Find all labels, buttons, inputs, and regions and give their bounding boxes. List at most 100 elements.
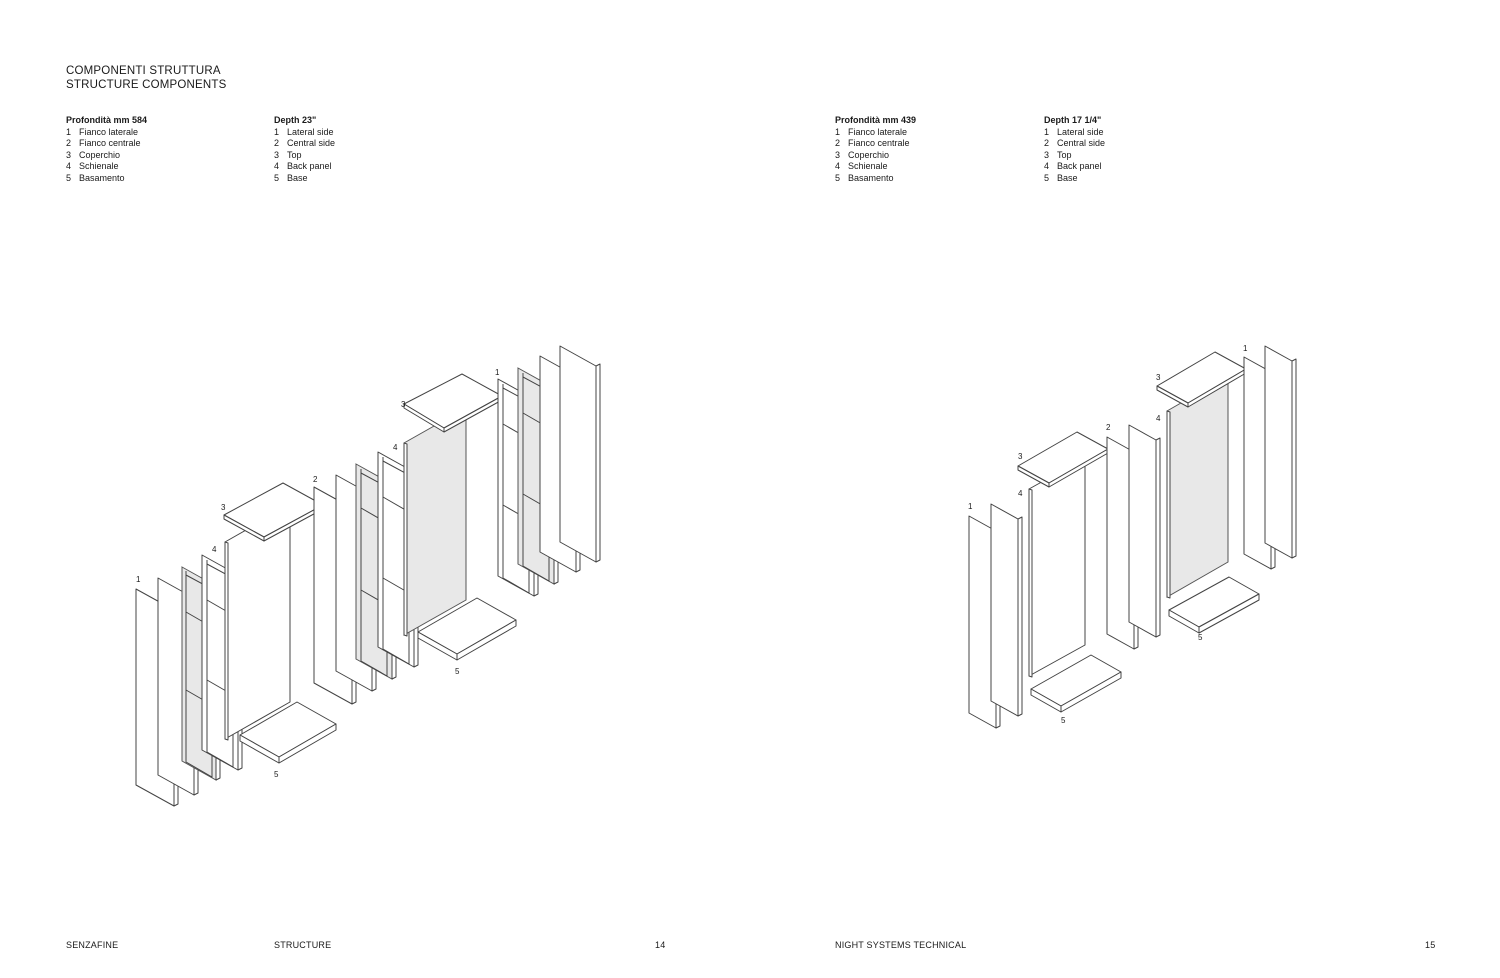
callout-number: 2: [1106, 423, 1111, 432]
callout-number: 3: [1018, 452, 1023, 461]
legend-item: 2 Central side: [1044, 138, 1105, 150]
legend-item-number: 3: [66, 149, 72, 160]
base-panel: [239, 701, 337, 764]
legend-item: 1 Fianco laterale: [835, 127, 916, 139]
legend-item: 1 Lateral side: [274, 127, 335, 139]
lateral-side-panel: [559, 345, 601, 563]
callout-number: 1: [1243, 344, 1248, 353]
legend-item: 3 Top: [274, 150, 335, 162]
callout-number: 4: [393, 443, 398, 452]
legend-item: 4 Back panel: [274, 161, 335, 173]
legend-item: 5 Base: [274, 173, 335, 185]
legend-item-label: Basamento: [848, 172, 894, 183]
callout-number: 1: [495, 368, 500, 377]
callout-number: 1: [136, 575, 141, 584]
legend-item: 1 Fianco laterale: [66, 127, 147, 139]
legend-item-label: Lateral side: [1057, 126, 1104, 137]
legend-title: Profondità mm 584: [66, 115, 148, 125]
page-number-right: 15: [1425, 940, 1436, 950]
legend-left-italian: Profondità mm 584 1 Fianco laterale 2 Fian…: [66, 115, 147, 184]
legend-item-label: Base: [1057, 172, 1078, 183]
legend-item-number: 5: [1044, 172, 1050, 183]
legend-item-number: 2: [274, 138, 280, 148]
top-panel: [223, 482, 324, 542]
back-panel: [1028, 457, 1086, 678]
base-panel: [417, 597, 517, 661]
legend-item: 3 Coperchio: [835, 150, 916, 162]
callout-number: 5: [1198, 633, 1203, 642]
legend-title: Depth 17 1/4": [1044, 115, 1102, 125]
lateral-side-panel: [990, 503, 1023, 717]
legend-item-number: 3: [835, 149, 841, 160]
legend-item-number: 2: [1044, 138, 1050, 148]
callouts-depth-439: 1 3 4 5 2 3 4 5 1: [968, 344, 1248, 725]
legend-item: 3 Coperchio: [66, 150, 147, 162]
legend-item-label: Central side: [1057, 138, 1106, 148]
module-b: [335, 345, 601, 692]
legend-item-label: Schienale: [848, 161, 888, 171]
page-number-left: 14: [655, 940, 666, 950]
callout-number: 2: [313, 475, 318, 484]
legend-item-number: 3: [1044, 149, 1050, 160]
legend-item-label: Fianco laterale: [848, 126, 908, 137]
page-heading: COMPONENTI STRUTTURA STRUCTURE COMPONENT…: [66, 64, 227, 92]
legend-title: Depth 23": [274, 115, 317, 125]
legend-item-label: Fianco centrale: [79, 138, 141, 148]
heading-italian: COMPONENTI STRUTTURA: [66, 65, 221, 77]
legend-item-label: Back panel: [287, 161, 332, 171]
legend-item-number: 1: [1044, 126, 1050, 137]
module-a: [135, 482, 357, 807]
top-panel: [1156, 351, 1247, 408]
legend-item-number: 2: [835, 138, 841, 148]
callout-number: 5: [455, 667, 460, 676]
legend-item: 5 Base: [1044, 173, 1105, 185]
callout-number: 3: [221, 503, 226, 512]
exploded-view-depth-584: 1 3 4 5 2 3 4 5 1: [135, 345, 601, 807]
legend-item: 5 Basamento: [835, 173, 916, 185]
legend-item-label: Fianco centrale: [848, 138, 910, 148]
lateral-side-panel: [1128, 424, 1161, 638]
legend-right-english: Depth 17 1/4" 1 Lateral side 2 Central sid…: [1044, 115, 1105, 184]
legend-item-number: 5: [66, 172, 72, 183]
exploded-view-depth-439: 1 3 4 5 2 3 4 5 1: [968, 344, 1297, 729]
legend-item-number: 5: [835, 172, 841, 183]
legend-item-number: 1: [66, 126, 72, 137]
base-panel: [1030, 654, 1122, 713]
legend-item-label: Lateral side: [287, 126, 334, 137]
legend-item: 2 Fianco centrale: [835, 138, 916, 150]
legend-item-number: 2: [66, 138, 72, 148]
footer-section: STRUCTURE: [274, 940, 332, 950]
back-panel: [403, 407, 467, 637]
legend-item-label: Central side: [287, 138, 336, 148]
legend-item-label: Coperchio: [79, 149, 121, 160]
callout-number: 4: [1018, 489, 1023, 498]
legend-item: 2 Fianco centrale: [66, 138, 147, 150]
legend-item-number: 4: [66, 161, 72, 171]
legend-item: 1 Lateral side: [1044, 127, 1105, 139]
footer-brand: SENZAFINE: [66, 940, 119, 950]
legend-item-number: 4: [274, 161, 280, 171]
legend-item-label: Coperchio: [848, 149, 890, 160]
legend-item: 4 Schienale: [835, 161, 916, 173]
legend-item-number: 1: [274, 126, 280, 137]
callout-number: 5: [1061, 716, 1066, 725]
legend-item-number: 1: [835, 126, 841, 137]
legend-item-number: 4: [835, 161, 841, 171]
callout-number: 3: [401, 400, 406, 409]
lateral-side-panel: [1264, 345, 1297, 559]
legend-item-number: 3: [274, 149, 280, 160]
legend-item-label: Base: [287, 172, 308, 183]
footer-catalog: NIGHT SYSTEMS TECHNICAL: [835, 940, 967, 950]
legend-item-label: Fianco laterale: [79, 126, 139, 137]
legend-item-number: 4: [1044, 161, 1050, 171]
legend-item-number: 5: [274, 172, 280, 183]
base-panel: [1168, 576, 1260, 634]
legend-item-label: Top: [287, 149, 302, 160]
